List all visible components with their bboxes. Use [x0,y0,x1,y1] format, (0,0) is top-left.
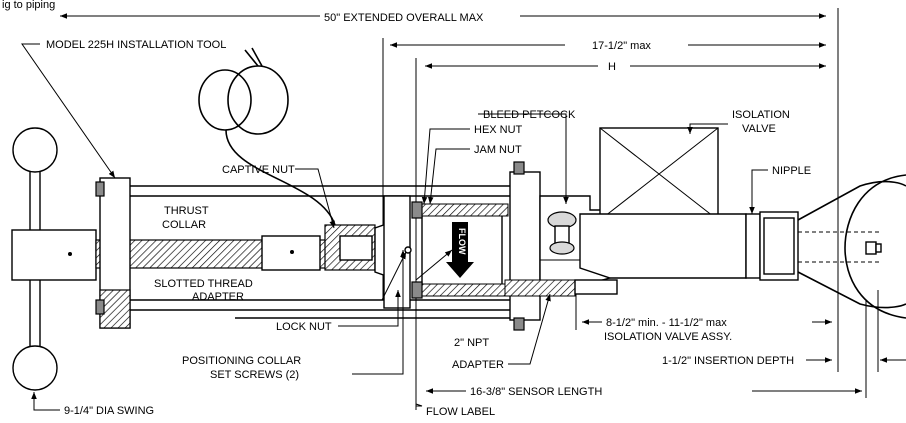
label-tool: MODEL 225H INSTALLATION TOOL [46,39,226,51]
label-insertion: 1-1/2" INSERTION DEPTH [662,355,794,367]
label-captive-nut: CAPTIVE NUT [222,164,295,176]
label-swing: 9-1/4" DIA SWING [64,405,154,417]
label-slotted-1: SLOTTED THREAD [154,278,253,290]
label-h: H [608,61,616,73]
threaded-rod [95,235,337,271]
dimension-h [415,58,826,410]
label-thrust-1: THRUST [164,205,209,217]
flow-text: FLOW [457,228,467,255]
label-assy-1: 8-1/2" min. - 11-1/2" max [606,317,727,329]
label-isolation-2: VALVE [742,123,776,135]
t-handle [11,127,97,391]
label-thrust-2: COLLAR [162,219,206,231]
label-hex-nut: HEX NUT [474,124,523,136]
label-overall: 50" EXTENDED OVERALL MAX [324,12,484,24]
overall-dimension [60,8,839,372]
label-nipple: NIPPLE [772,165,811,177]
isolation-valve [579,127,747,279]
label-lock-nut: LOCK NUT [276,321,332,333]
label-assy-2: ISOLATION VALVE ASSY. [604,331,732,343]
captive-nut-assembly [324,195,412,309]
label-positioning-2: SET SCREWS (2) [210,369,299,381]
dimension-insertion [806,290,906,372]
label-jam-nut: JAM NUT [474,144,522,156]
label-isolation-1: ISOLATION [732,109,790,121]
flow-label-box: FLOW [421,213,503,291]
tool-frame-plate [95,177,131,329]
bleed-petcock [547,211,577,255]
flow-arrow-icon [446,222,474,278]
label-sensor-length: 16-3/8" SENSOR LENGTH [470,386,602,398]
dimension-sensor [426,300,867,398]
label-npt-2: ADAPTER [452,359,504,371]
nipple [745,211,799,281]
label-flow-label: FLOW LABEL [426,406,495,418]
hex-jam-nuts [411,201,509,299]
leader-lines [21,43,768,411]
coiled-cable [198,47,336,226]
pipe-wall [797,174,906,319]
label-bleed-petcock: BLEED PETCOCK [483,109,576,121]
label-npt-1: 2" NPT [454,337,489,349]
label-slotted-2: ADAPTER [192,291,244,303]
label-positioning-1: POSITIONING COLLAR [182,355,301,367]
dimension-valve-assy [575,290,832,330]
guide-rods [130,185,512,319]
label-17-half: 17-1/2" max [592,40,651,52]
label-top-partial: ig to piping [2,0,55,11]
